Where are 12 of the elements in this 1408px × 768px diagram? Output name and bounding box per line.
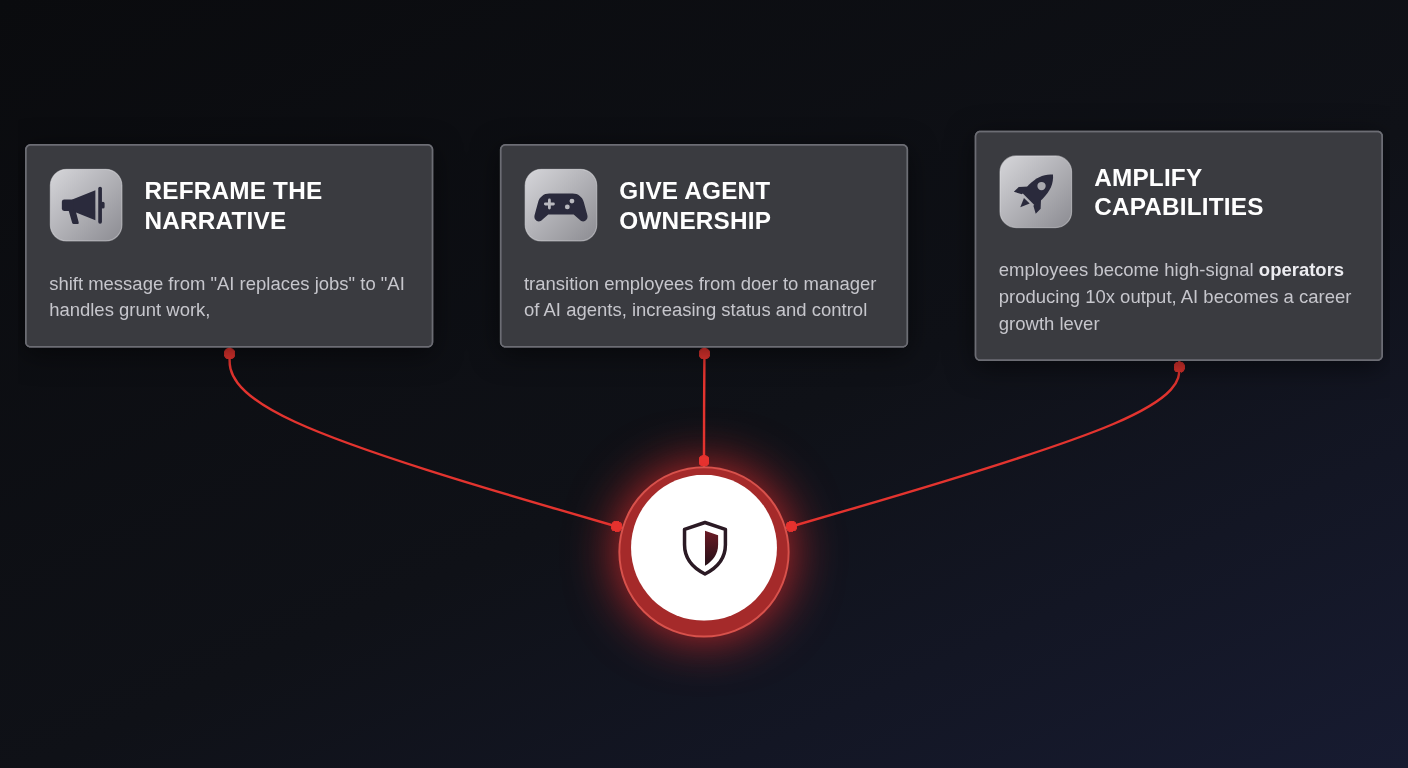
card-text: transition employees from doer to manager of AI agents, increasing status and control: [524, 271, 878, 322]
connector: [698, 347, 711, 468]
connector: [784, 360, 1186, 533]
card-heading: REFRAME THE NARRATIVE: [144, 175, 324, 235]
card-text: shift message from "AI replaces jobs" to "AI handles grunt work,: [49, 271, 406, 322]
card: [974, 130, 1383, 361]
connector: [223, 347, 624, 533]
card-heading: AMPLIFY CAPABILITIES: [1094, 162, 1265, 221]
card-heading: GIVE AGENT OWNERSHIP: [619, 175, 773, 235]
card: [499, 144, 909, 348]
card: [25, 144, 434, 348]
card-text: employees become high-signal operators producing 10x output, AI becomes a career growth lever: [998, 258, 1353, 336]
